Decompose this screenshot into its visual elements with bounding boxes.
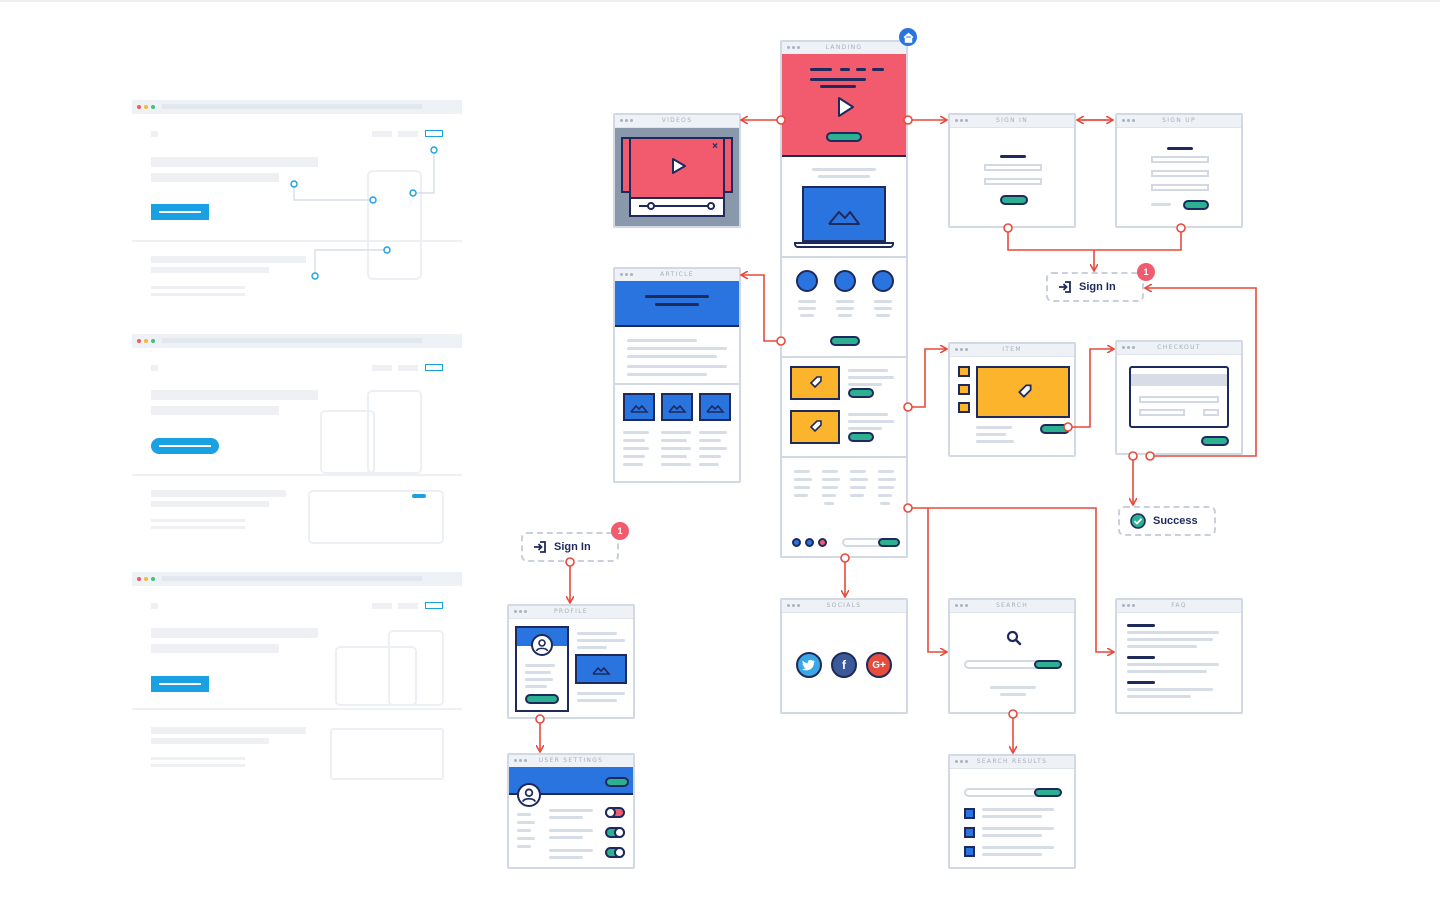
toggle-switch[interactable] bbox=[605, 847, 625, 858]
close-icon[interactable]: × bbox=[712, 141, 718, 152]
toggle-switch[interactable] bbox=[605, 807, 625, 818]
laptop-section bbox=[782, 184, 906, 256]
top-divider bbox=[0, 0, 1440, 2]
notification-badge-top: 1 bbox=[1137, 263, 1155, 281]
magnifier-icon bbox=[1006, 630, 1022, 646]
item-title: ITEM bbox=[1002, 346, 1022, 353]
item-window[interactable]: ITEM bbox=[948, 342, 1076, 457]
checkout-window[interactable]: CHECKOUT bbox=[1115, 340, 1243, 455]
google-plus-icon[interactable]: G+ bbox=[866, 652, 892, 678]
video-player[interactable]: × bbox=[629, 137, 725, 217]
mountain-image-icon bbox=[828, 211, 860, 225]
sign-in-chip-left[interactable]: Sign In bbox=[521, 532, 619, 562]
sign-in-title: SIGN IN bbox=[996, 117, 1028, 124]
success-chip: Success bbox=[1118, 506, 1216, 536]
play-icon[interactable] bbox=[669, 157, 687, 175]
hero-cta-button[interactable] bbox=[826, 132, 862, 142]
user-avatar-icon bbox=[517, 783, 541, 807]
videos-window[interactable]: VIDEOS × bbox=[613, 113, 741, 228]
add-to-cart-button[interactable] bbox=[1040, 424, 1070, 434]
settings-save-button[interactable] bbox=[605, 777, 629, 787]
videos-title: VIDEOS bbox=[661, 117, 693, 124]
sign-in-chip-top[interactable]: Sign In bbox=[1046, 272, 1144, 302]
sign-in-chip-left-label: Sign In bbox=[554, 541, 591, 553]
facebook-icon[interactable]: f bbox=[831, 652, 857, 678]
payment-card bbox=[1129, 366, 1229, 428]
profile-window[interactable]: PROFILE bbox=[507, 604, 635, 719]
play-icon[interactable] bbox=[834, 96, 856, 118]
sign-up-submit-button[interactable] bbox=[1183, 200, 1209, 210]
tag-icon bbox=[809, 376, 822, 389]
home-icon[interactable] bbox=[899, 28, 917, 46]
faq-window[interactable]: FAQ bbox=[1115, 598, 1243, 714]
landing-title: LANDING bbox=[825, 44, 863, 51]
user-settings-window[interactable]: USER SETTINGS bbox=[507, 753, 635, 869]
user-avatar-icon bbox=[531, 634, 553, 656]
search-results-window[interactable]: SEARCH RESULTS bbox=[948, 754, 1076, 869]
search-results-title: SEARCH RESULTS bbox=[976, 758, 1048, 765]
socials-title: SOCIALS bbox=[826, 602, 862, 609]
search-title: SEARCH bbox=[995, 602, 1029, 609]
tag-icon bbox=[1018, 384, 1032, 398]
tag-icon bbox=[809, 420, 822, 433]
sign-in-icon bbox=[534, 541, 546, 553]
sign-in-icon bbox=[1059, 281, 1071, 293]
user-settings-title: USER SETTINGS bbox=[538, 757, 604, 764]
twitter-icon[interactable] bbox=[796, 652, 822, 678]
check-circle-icon bbox=[1130, 513, 1146, 529]
mountain-image-icon bbox=[668, 404, 687, 413]
landing-hero bbox=[782, 54, 906, 157]
checkout-title: CHECKOUT bbox=[1157, 344, 1201, 351]
mountain-image-icon bbox=[706, 404, 725, 413]
article-window[interactable]: ARTICLE bbox=[613, 267, 741, 483]
notification-badge-left: 1 bbox=[611, 522, 629, 540]
sign-in-submit-button[interactable] bbox=[1000, 195, 1028, 205]
sign-up-title: SIGN UP bbox=[1162, 117, 1196, 124]
landing-window[interactable]: LANDING bbox=[780, 40, 908, 558]
sign-up-window[interactable]: SIGN UP bbox=[1115, 113, 1243, 228]
mountain-image-icon bbox=[592, 666, 611, 675]
sign-in-window[interactable]: SIGN IN bbox=[948, 113, 1076, 228]
profile-title: PROFILE bbox=[554, 608, 588, 615]
article-title: ARTICLE bbox=[660, 271, 694, 278]
success-chip-label: Success bbox=[1153, 515, 1198, 527]
faq-title: FAQ bbox=[1171, 602, 1187, 609]
search-button[interactable] bbox=[1034, 660, 1062, 669]
pay-button[interactable] bbox=[1201, 436, 1229, 446]
search-window[interactable]: SEARCH bbox=[948, 598, 1076, 714]
toggle-switch[interactable] bbox=[605, 827, 625, 838]
profile-edit-button[interactable] bbox=[525, 694, 559, 704]
socials-window[interactable]: SOCIALS f G+ bbox=[780, 598, 908, 714]
mountain-image-icon bbox=[630, 404, 649, 413]
item-image bbox=[976, 366, 1070, 418]
profile-card bbox=[515, 626, 569, 712]
sign-in-chip-top-label: Sign In bbox=[1079, 281, 1116, 293]
